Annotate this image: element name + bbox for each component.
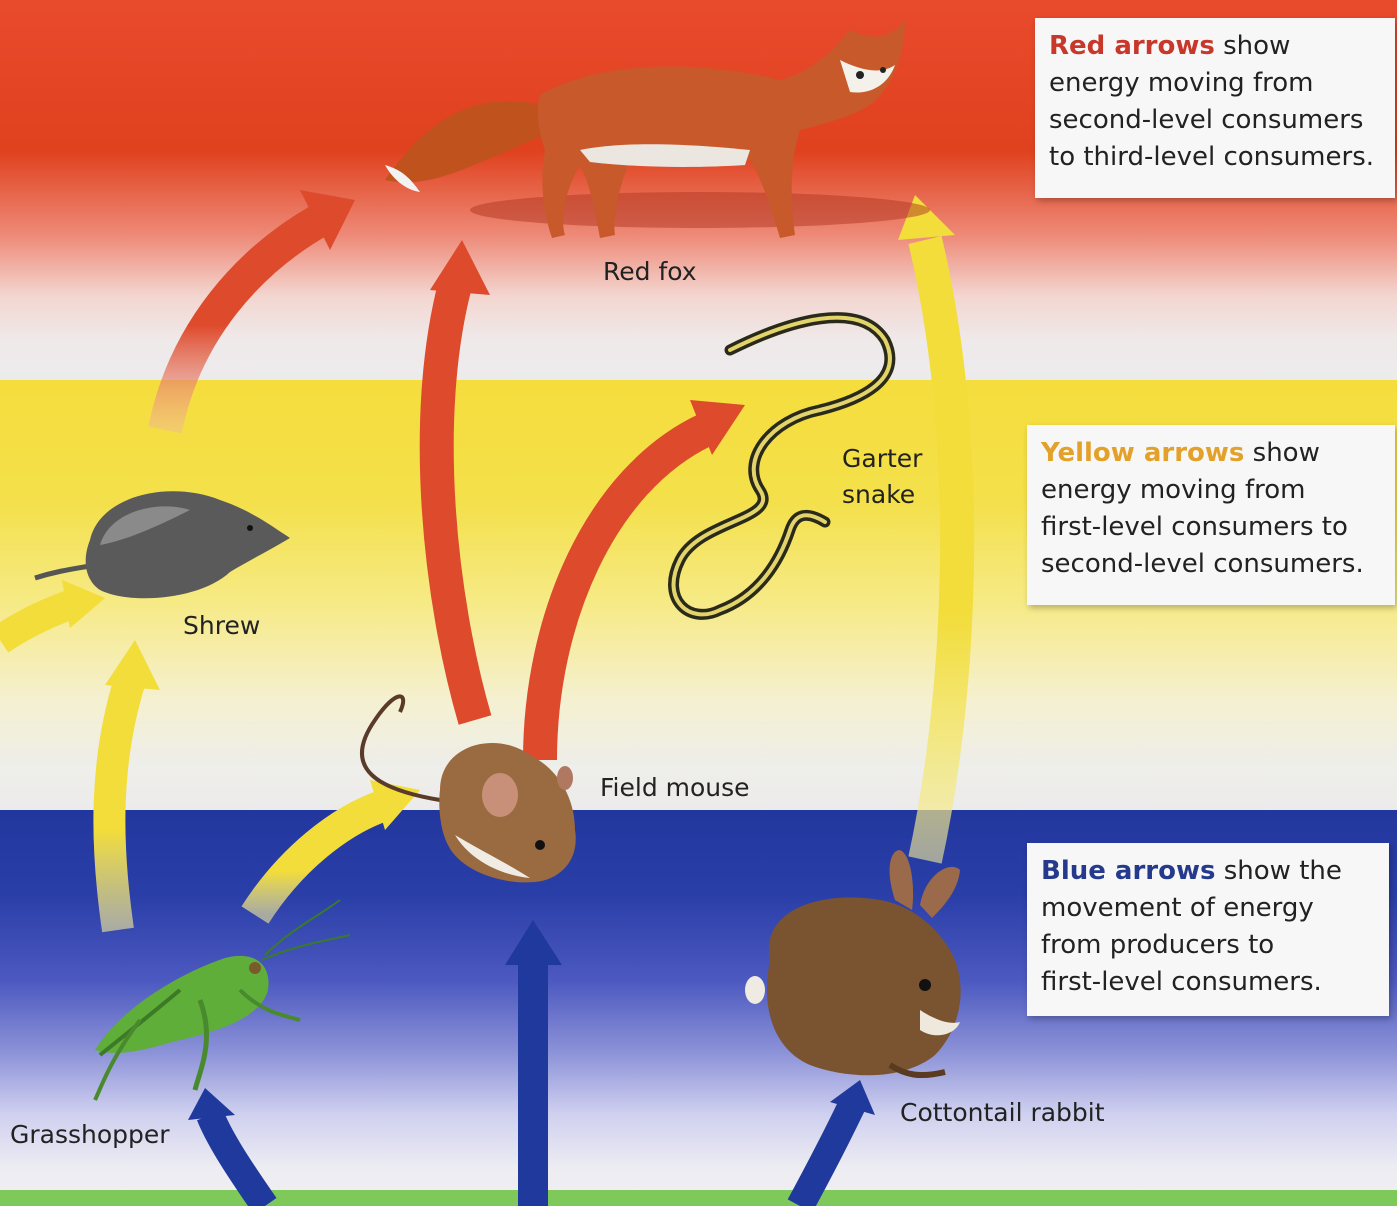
legend-yellow-arrows: Yellow arrows show energy moving from fi… — [1027, 425, 1395, 605]
legend-red-highlight: Red arrows — [1049, 31, 1215, 61]
label-field-mouse: Field mouse — [600, 773, 750, 802]
label-shrew: Shrew — [183, 611, 260, 640]
legend-blue-highlight: Blue arrows — [1041, 856, 1215, 886]
label-garter-snake-line1: Garter — [842, 444, 922, 473]
shrew-icon — [35, 491, 290, 598]
label-garter-snake-line2: snake — [842, 480, 915, 509]
legend-red-arrows: Red arrows show energy moving from secon… — [1035, 18, 1395, 198]
legend-yellow-text-4: second-level consumers. — [1041, 546, 1381, 583]
legend-yellow-text-3: first-level consumers to — [1041, 509, 1381, 546]
legend-red-text-3: second-level consumers — [1049, 102, 1381, 139]
legend-blue-arrows: Blue arrows show the movement of energy … — [1027, 843, 1389, 1016]
fox-icon — [385, 20, 930, 238]
legend-blue-text-2: movement of energy — [1041, 890, 1375, 927]
label-red-fox: Red fox — [603, 257, 697, 286]
legend-blue-text-1: show the — [1215, 856, 1341, 886]
legend-yellow-highlight: Yellow arrows — [1041, 438, 1244, 468]
rabbit-icon — [745, 850, 961, 1075]
legend-red-text-2: energy moving from — [1049, 65, 1381, 102]
legend-yellow-text-1: show — [1244, 438, 1319, 468]
legend-blue-text-3: from producers to — [1041, 927, 1375, 964]
label-cottontail-rabbit: Cottontail rabbit — [900, 1098, 1105, 1127]
legend-blue-text-4: first-level consumers. — [1041, 964, 1375, 1001]
mouse-icon — [362, 696, 576, 882]
grasshopper-icon — [95, 900, 350, 1100]
legend-red-text-4: to third-level consumers. — [1049, 139, 1381, 176]
label-grasshopper: Grasshopper — [10, 1120, 170, 1149]
legend-red-text-1: show — [1215, 31, 1290, 61]
legend-yellow-text-2: energy moving from — [1041, 472, 1381, 509]
